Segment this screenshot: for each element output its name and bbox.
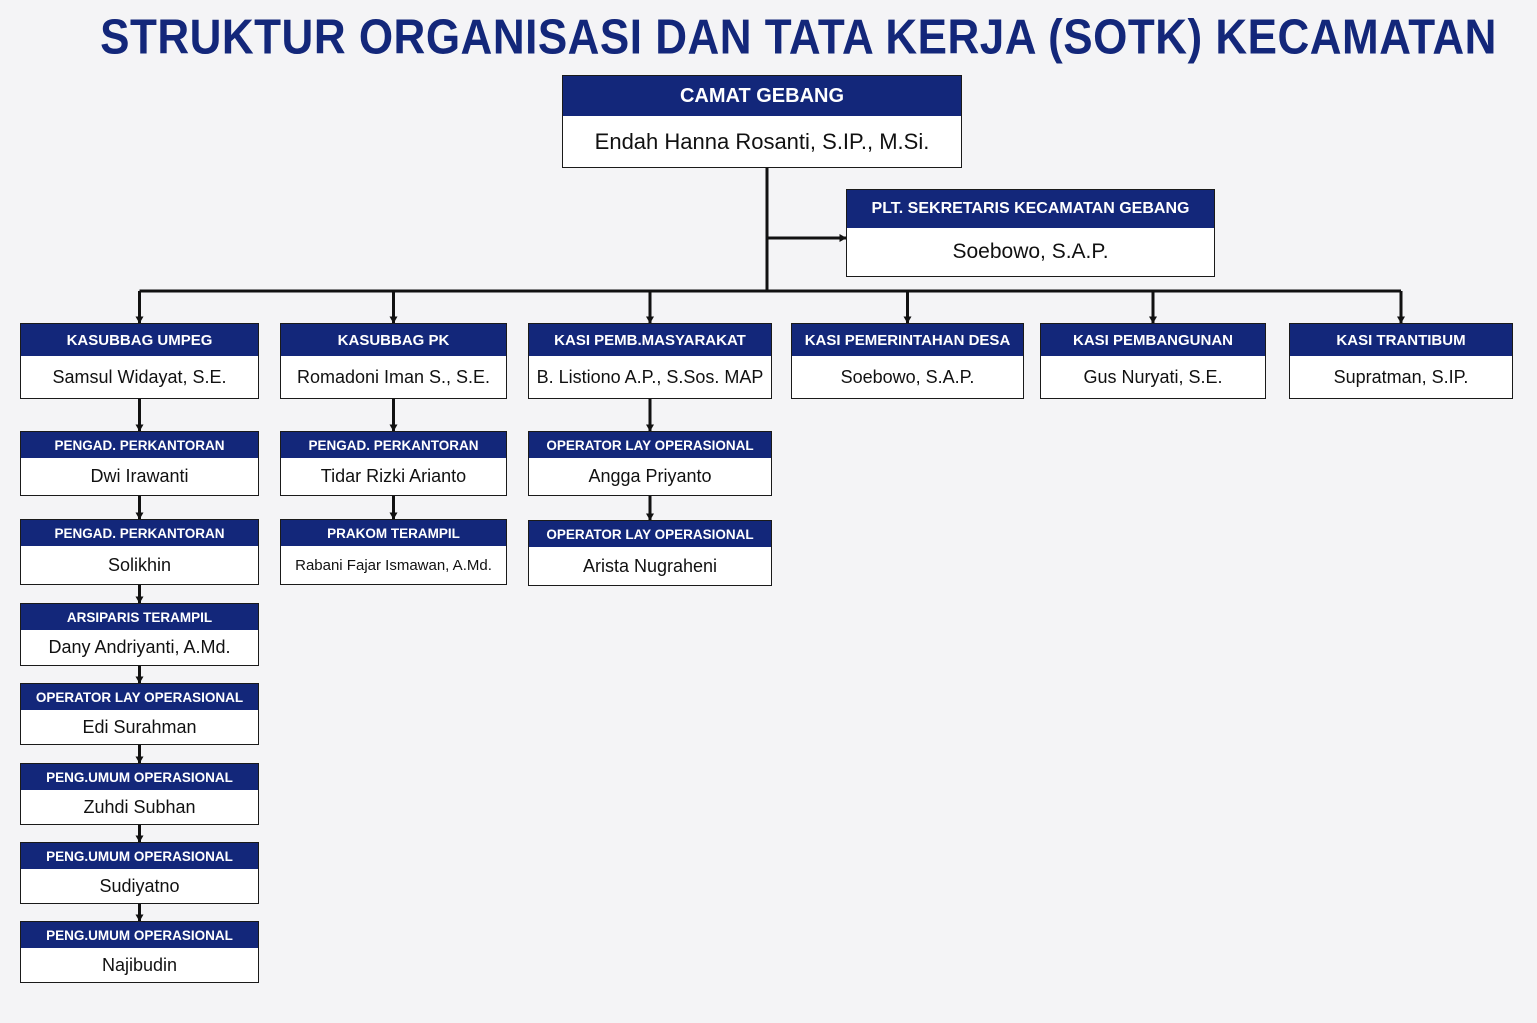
staff-box: PENGAD. PERKANTORAN Dwi Irawanti bbox=[20, 431, 259, 496]
staff-box: PENG.UMUM OPERASIONAL Sudiyatno bbox=[20, 842, 259, 904]
staff-box: ARSIPARIS TERAMPIL Dany Andriyanti, A.Md. bbox=[20, 603, 259, 666]
position-title: PENGAD. PERKANTORAN bbox=[21, 432, 258, 458]
unit-head-box: KASI PEMERINTAHAN DESA Soebowo, S.A.P. bbox=[791, 323, 1024, 399]
staff-box: PENGAD. PERKANTORAN Tidar Rizki Arianto bbox=[280, 431, 507, 496]
staff-box: PENG.UMUM OPERASIONAL Najibudin bbox=[20, 921, 259, 983]
person-name: Sudiyatno bbox=[99, 875, 180, 896]
person-name: Najibudin bbox=[101, 954, 178, 975]
position-title: PENGAD. PERKANTORAN bbox=[21, 520, 258, 546]
person-name: Gus Nuryati, S.E. bbox=[1083, 366, 1223, 387]
staff-box: OPERATOR LAY OPERASIONAL Angga Priyanto bbox=[528, 431, 772, 496]
person-name: B. Listiono A.P., S.Sos. MAP bbox=[536, 366, 764, 387]
position-title: PLT. SEKRETARIS KECAMATAN GEBANG bbox=[847, 190, 1214, 228]
staff-box: OPERATOR LAY OPERASIONAL Arista Nugraheni bbox=[528, 520, 772, 586]
person-name: Endah Hanna Rosanti, S.IP., M.Si. bbox=[594, 128, 930, 154]
person-name: Tidar Rizki Arianto bbox=[320, 466, 467, 486]
position-title: ARSIPARIS TERAMPIL bbox=[21, 604, 258, 630]
person-name: Romadoni Iman S., S.E. bbox=[296, 366, 491, 387]
page-title: STRUKTUR ORGANISASI DAN TATA KERJA (SOTK… bbox=[100, 10, 1497, 65]
person-name: Supratman, S.IP. bbox=[1333, 366, 1469, 387]
person-name: Zuhdi Subhan bbox=[83, 796, 196, 817]
person-name: Dwi Irawanti bbox=[90, 466, 189, 486]
position-title: KASUBBAG UMPEG bbox=[21, 324, 258, 356]
person-name: Arista Nugraheni bbox=[582, 555, 718, 576]
person-name: Angga Priyanto bbox=[588, 466, 712, 486]
position-title: KASI TRANTIBUM bbox=[1290, 324, 1512, 356]
position-title: PRAKOM TERAMPIL bbox=[281, 520, 506, 546]
position-title: OPERATOR LAY OPERASIONAL bbox=[21, 684, 258, 710]
staff-box: PENGAD. PERKANTORAN Solikhin bbox=[20, 519, 259, 585]
position-title: KASI PEMERINTAHAN DESA bbox=[792, 324, 1023, 356]
person-name: Edi Surahman bbox=[82, 716, 197, 737]
person-name: Solikhin bbox=[107, 554, 172, 575]
position-title: OPERATOR LAY OPERASIONAL bbox=[529, 521, 771, 547]
unit-head-box: KASI PEMBANGUNAN Gus Nuryati, S.E. bbox=[1040, 323, 1266, 399]
staff-box: OPERATOR LAY OPERASIONAL Edi Surahman bbox=[20, 683, 259, 745]
camat-box: CAMAT GEBANG Endah Hanna Rosanti, S.IP., … bbox=[562, 75, 962, 168]
position-title: OPERATOR LAY OPERASIONAL bbox=[529, 432, 771, 458]
person-name: Dany Andriyanti, A.Md. bbox=[48, 637, 231, 657]
position-title: PENG.UMUM OPERASIONAL bbox=[21, 764, 258, 790]
position-title: KASI PEMB.MASYARAKAT bbox=[529, 324, 771, 356]
staff-box: PRAKOM TERAMPIL Rabani Fajar Ismawan, A.M… bbox=[280, 519, 507, 585]
staff-box: PENG.UMUM OPERASIONAL Zuhdi Subhan bbox=[20, 763, 259, 825]
unit-head-box: KASUBBAG PK Romadoni Iman S., S.E. bbox=[280, 323, 507, 399]
position-title: KASUBBAG PK bbox=[281, 324, 506, 356]
position-title: PENGAD. PERKANTORAN bbox=[281, 432, 506, 458]
person-name: Soebowo, S.A.P. bbox=[840, 366, 975, 387]
unit-head-box: KASI PEMB.MASYARAKAT B. Listiono A.P., S.… bbox=[528, 323, 772, 399]
sekretaris-box: PLT. SEKRETARIS KECAMATAN GEBANG Soebowo,… bbox=[846, 189, 1215, 277]
person-name: Samsul Widayat, S.E. bbox=[52, 366, 227, 387]
position-title: CAMAT GEBANG bbox=[563, 76, 961, 116]
position-title: PENG.UMUM OPERASIONAL bbox=[21, 922, 258, 948]
unit-head-box: KASUBBAG UMPEG Samsul Widayat, S.E. bbox=[20, 323, 259, 399]
unit-head-box: KASI TRANTIBUM Supratman, S.IP. bbox=[1289, 323, 1513, 399]
person-name: Rabani Fajar Ismawan, A.Md. bbox=[295, 556, 492, 574]
position-title: KASI PEMBANGUNAN bbox=[1041, 324, 1265, 356]
person-name: Soebowo, S.A.P. bbox=[952, 240, 1109, 263]
position-title: PENG.UMUM OPERASIONAL bbox=[21, 843, 258, 869]
